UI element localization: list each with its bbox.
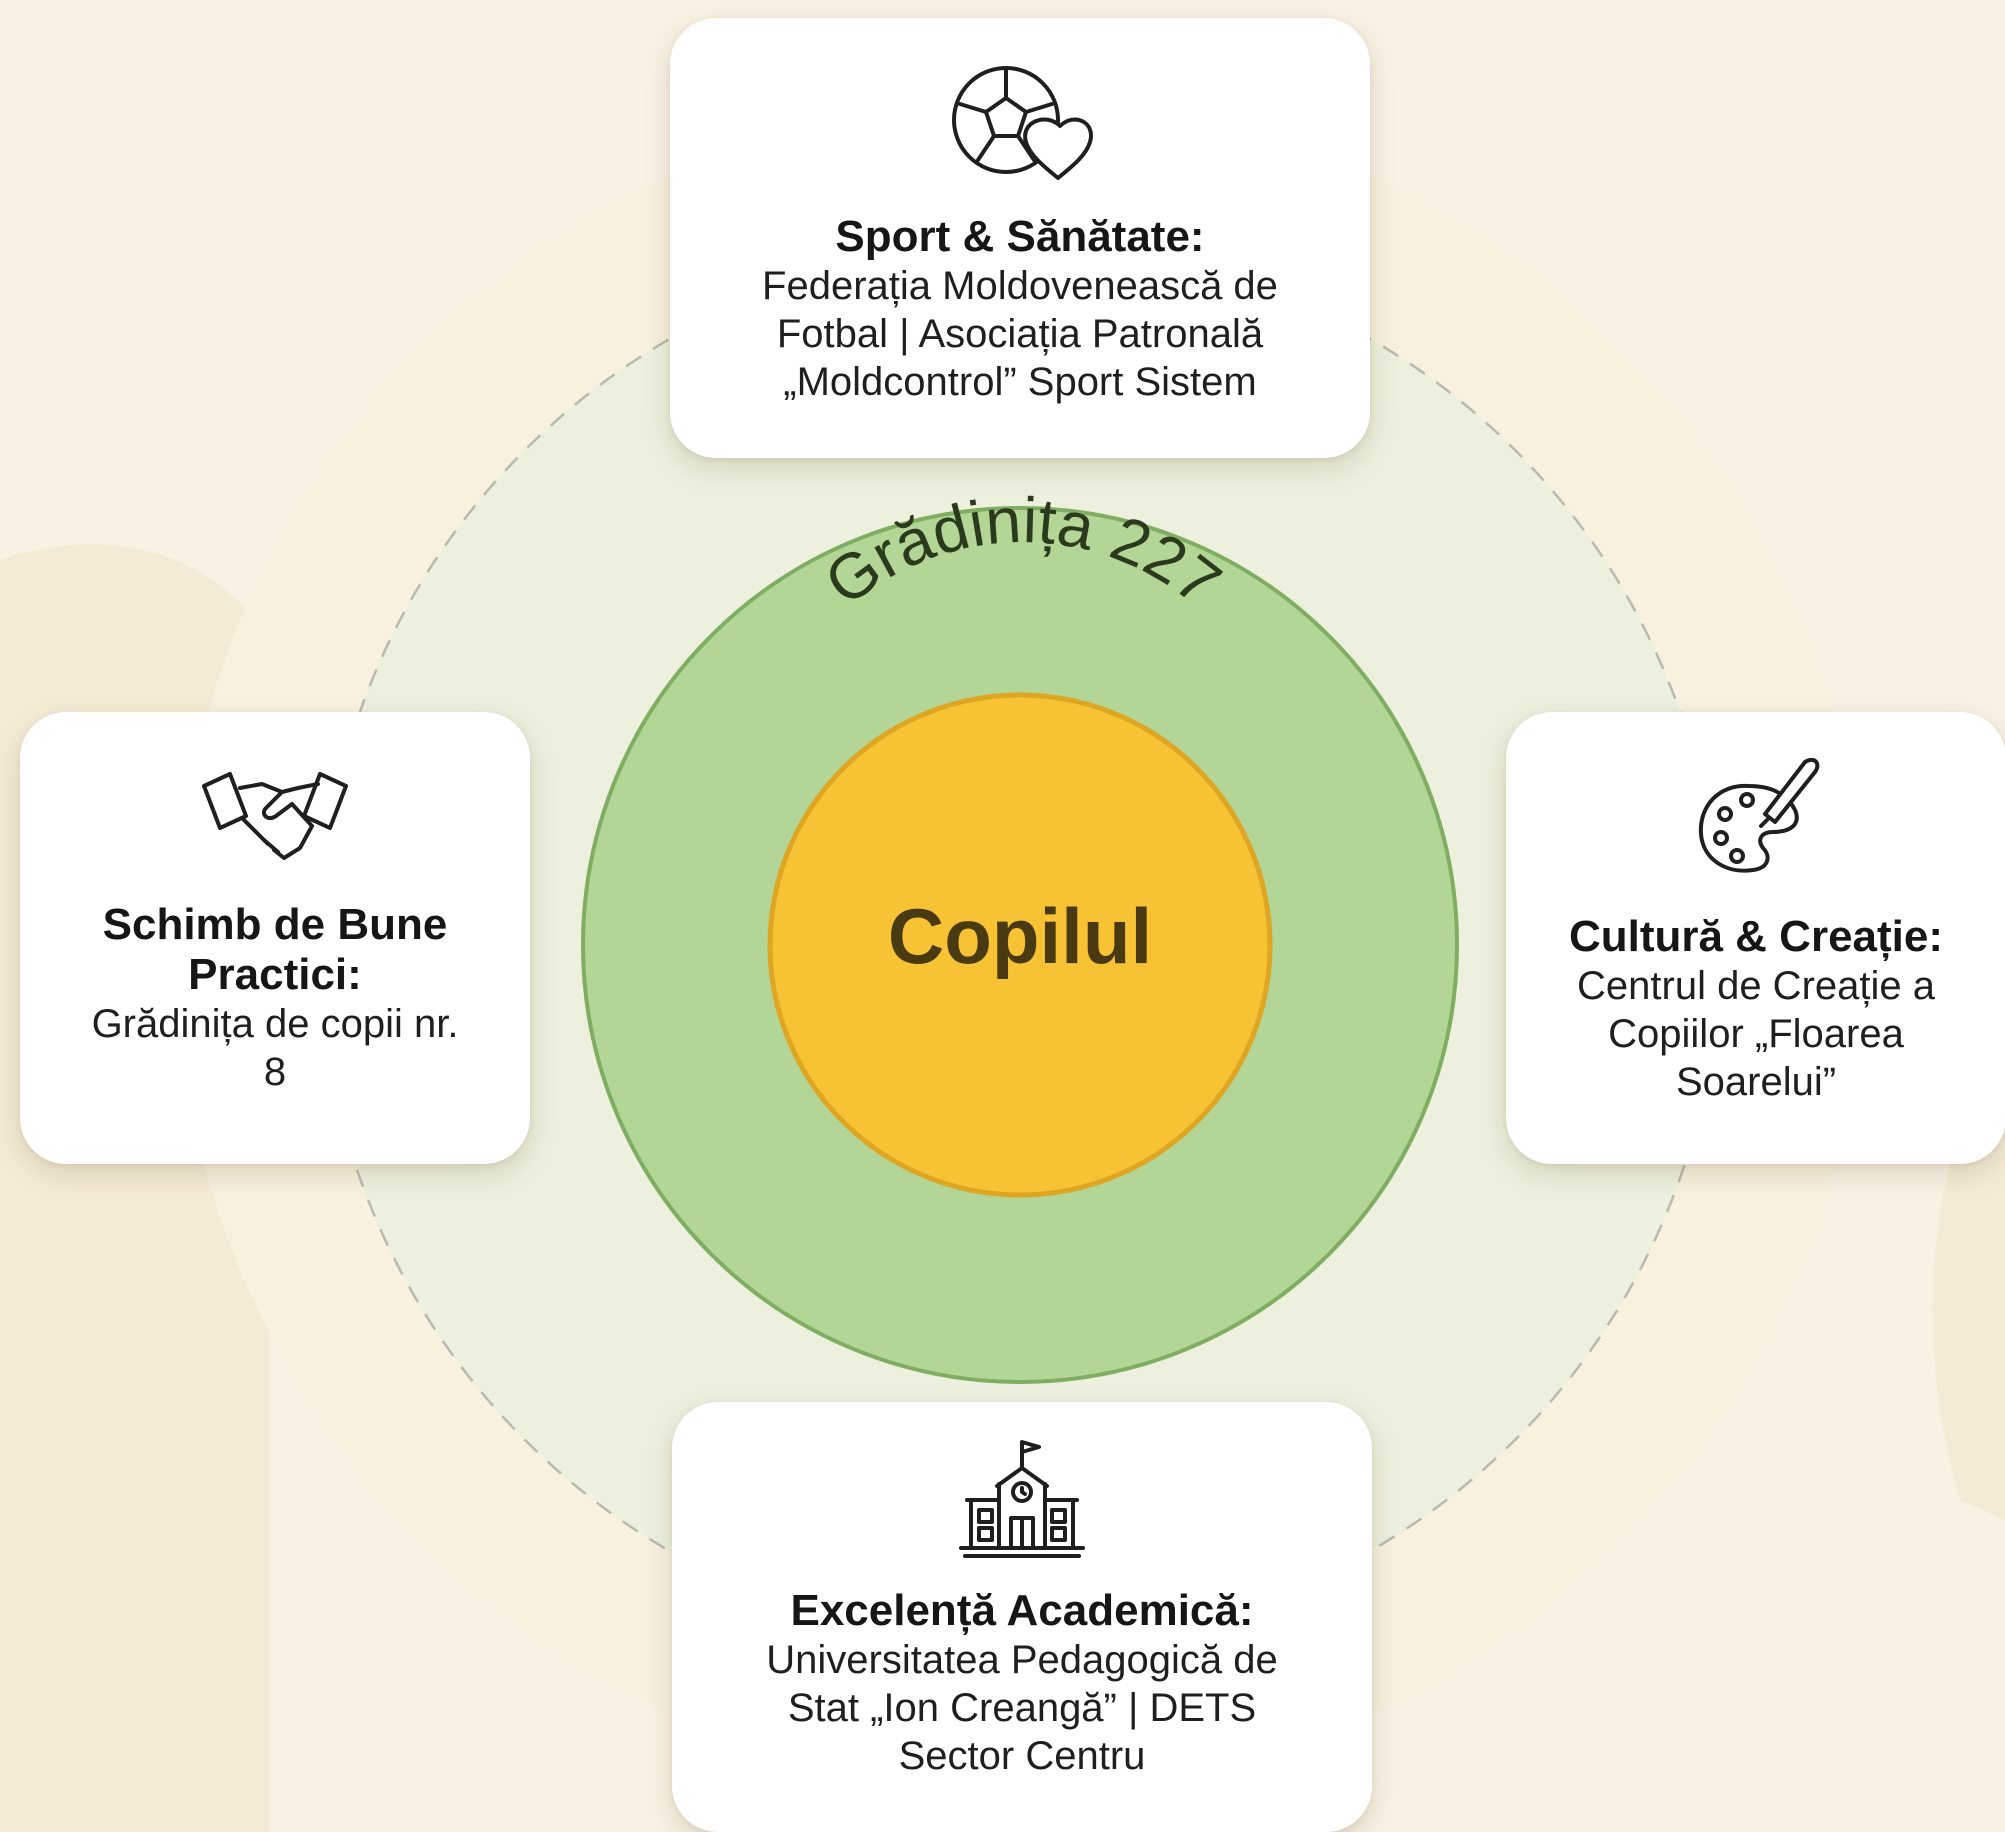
card-title: Excelență Academică: bbox=[790, 1586, 1254, 1635]
card-line: Stat „Ion Creangă” | DETS bbox=[787, 1686, 1257, 1730]
card-line: Grădinița de copii nr. bbox=[91, 1002, 459, 1046]
partner-card-culture: Cultură & Creație: Centrul de Creație a … bbox=[1506, 712, 2005, 1164]
card-line: Fotbal | Asociația Patronală bbox=[776, 312, 1264, 356]
partner-card-sport: Sport & Sănătate: Federația Moldoveneasc… bbox=[670, 18, 1370, 458]
school-building-icon bbox=[959, 1440, 1085, 1558]
card-line: 8 bbox=[263, 1050, 287, 1094]
center-label: Copilul bbox=[887, 892, 1153, 980]
card-title: Schimb de Bune bbox=[102, 900, 448, 949]
partner-card-academic: Excelență Academică: Universitatea Pedag… bbox=[672, 1402, 1372, 1832]
card-title: Sport & Sănătate: bbox=[835, 212, 1205, 261]
card-line: Copiilor „Floarea bbox=[1608, 1012, 1904, 1056]
card-line: Centrul de Creație a bbox=[1577, 964, 1935, 1008]
card-line: Soarelui” bbox=[1675, 1060, 1837, 1104]
partner-card-best-practices: Schimb de Bune Practici: Grădinița de co… bbox=[20, 712, 530, 1164]
card-line: „Moldcontrol” Sport Sistem bbox=[783, 360, 1257, 404]
card-title: Practici: bbox=[188, 950, 362, 999]
card-line: Sector Centru bbox=[898, 1734, 1146, 1778]
card-line: Universitatea Pedagogică de bbox=[766, 1638, 1278, 1682]
palette-brush-icon bbox=[1698, 757, 1820, 873]
card-title: Cultură & Creație: bbox=[1568, 912, 1944, 961]
soccer-ball-heart-icon bbox=[952, 66, 1093, 180]
card-line: Federația Moldovenească de bbox=[762, 264, 1278, 308]
child-circle bbox=[767, 692, 1273, 1198]
handshake-icon bbox=[202, 772, 348, 860]
background-blob-right bbox=[1932, 1040, 2005, 1520]
